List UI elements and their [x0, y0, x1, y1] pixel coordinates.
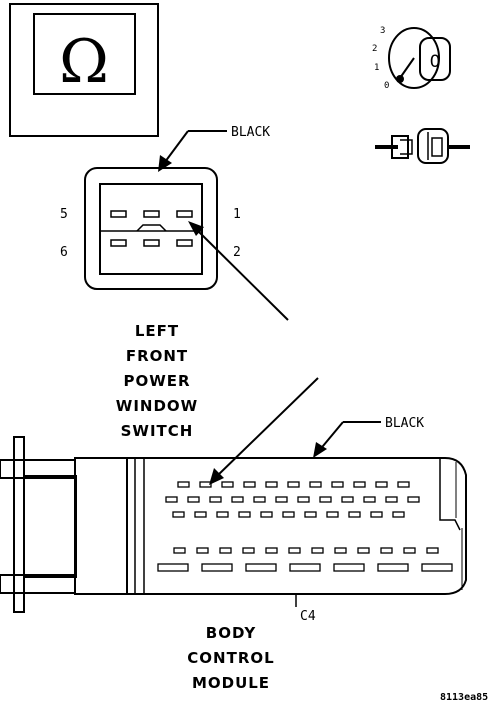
ignition-key-icon: 3 2 1 0 0 [372, 26, 451, 91]
bcm-title: BODY CONTROL MODULE [187, 624, 274, 692]
pin-1-label: 1 [233, 207, 241, 222]
switch-title-line-5: SWITCH [121, 422, 194, 440]
ignition-position-0: 0 [384, 81, 389, 91]
ignition-position-1: 1 [374, 63, 379, 73]
bcm-title-line-3: MODULE [192, 674, 270, 692]
bcm-cavity-row-5 [157, 563, 453, 572]
pin-2-label: 2 [233, 245, 241, 260]
ignition-position-2: 2 [372, 44, 377, 54]
pin-5-label: 5 [60, 207, 68, 222]
pin-6-label: 6 [60, 245, 68, 260]
switch-title: LEFT FRONT POWER WINDOW SWITCH [116, 322, 198, 440]
bcm-cavity-row-2 [165, 496, 420, 503]
inline-connector-icon [375, 128, 470, 164]
switch-title-line-2: FRONT [126, 347, 188, 365]
bcm-cavity-row-1 [177, 481, 410, 488]
figure-reference: 8113ea85 [440, 692, 488, 703]
bcm-cavity-row-3 [172, 511, 405, 518]
bcm-color-label: BLACK [385, 416, 424, 431]
switch-title-line-1: LEFT [135, 322, 179, 340]
ignition-key-label: 0 [430, 52, 441, 72]
ignition-position-3: 3 [380, 26, 385, 36]
bcm-connector: BLACK [0, 416, 467, 624]
bcm-connector-id: C4 [300, 609, 316, 624]
bcm-title-line-2: CONTROL [187, 649, 274, 667]
bcm-title-line-1: BODY [206, 624, 257, 642]
switch-connector: BLACK 5 1 6 2 [60, 125, 289, 321]
ground-symbol-icon: Ω [59, 27, 109, 97]
ground-symbol-box: Ω [9, 3, 159, 137]
switch-color-label: BLACK [231, 125, 270, 140]
bcm-pin-pointer [215, 377, 319, 478]
switch-title-line-3: POWER [123, 372, 190, 390]
bcm-cavity-row-4 [173, 547, 439, 554]
switch-title-line-4: WINDOW [116, 397, 198, 415]
